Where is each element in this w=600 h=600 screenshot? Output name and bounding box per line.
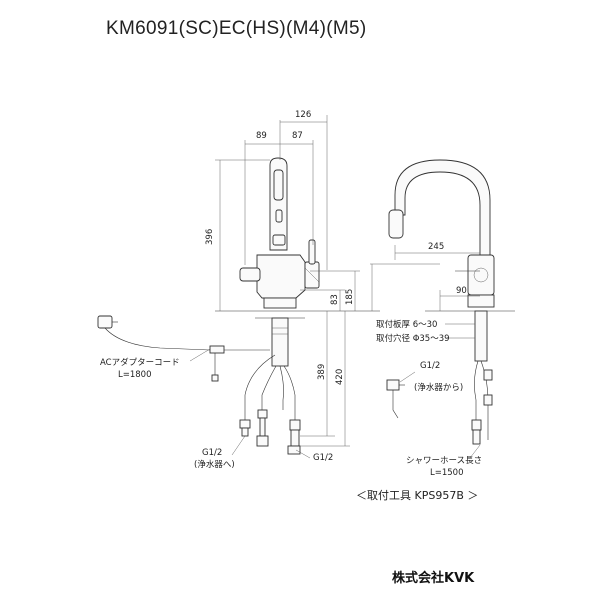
- dim-420: 420: [335, 369, 345, 385]
- front-view-dimensions: 126 89 87 396 83 185 389 420: [205, 110, 360, 447]
- model-title: KM6091(SC)EC(HS)(M4)(M5): [106, 18, 367, 39]
- front-view-faucet: [97, 157, 380, 455]
- label-g12-right-note: (浄水器から): [414, 382, 463, 393]
- label-hole-diameter: 取付穴径 Φ35～39: [376, 333, 450, 344]
- label-ac-length: L=1800: [118, 370, 152, 380]
- label-panel-thickness: 取付板厚 6～30: [376, 319, 437, 330]
- dim-83: 83: [330, 294, 340, 305]
- label-ac-adapter: ACアダプターコード: [100, 357, 180, 368]
- dim-245: 245: [428, 242, 444, 252]
- label-shower-length: L=1500: [430, 468, 464, 478]
- dim-126: 126: [295, 110, 311, 120]
- label-g12-left: G1/2: [202, 448, 222, 458]
- side-view-faucet: [386, 159, 515, 445]
- label-tool: ＜取付工具 KPS957B ＞: [356, 489, 478, 502]
- label-g12-right: G1/2: [420, 361, 440, 371]
- dim-87: 87: [292, 131, 303, 141]
- label-g12-left-note: (浄水器へ): [194, 459, 235, 470]
- label-g12-center: G1/2: [313, 453, 333, 463]
- dim-90: 90: [456, 286, 467, 296]
- side-view-dimensions: 245 90 取付板厚 6～30 取付穴径 Φ35～39: [370, 242, 480, 344]
- front-view-labels: ACアダプターコード L=1800 G1/2 (浄水器へ) G1/2: [100, 348, 333, 470]
- label-shower-hose: シャワーホース長さ: [406, 456, 482, 466]
- brand-name: 株式会社KVK: [392, 571, 475, 586]
- dim-185: 185: [345, 289, 355, 305]
- dim-89: 89: [256, 131, 267, 141]
- dim-396: 396: [205, 229, 215, 245]
- side-view-labels: G1/2 (浄水器から) シャワーホース長さ L=1500 ＜取付工具 KPS9…: [356, 361, 482, 502]
- dim-389: 389: [317, 364, 327, 380]
